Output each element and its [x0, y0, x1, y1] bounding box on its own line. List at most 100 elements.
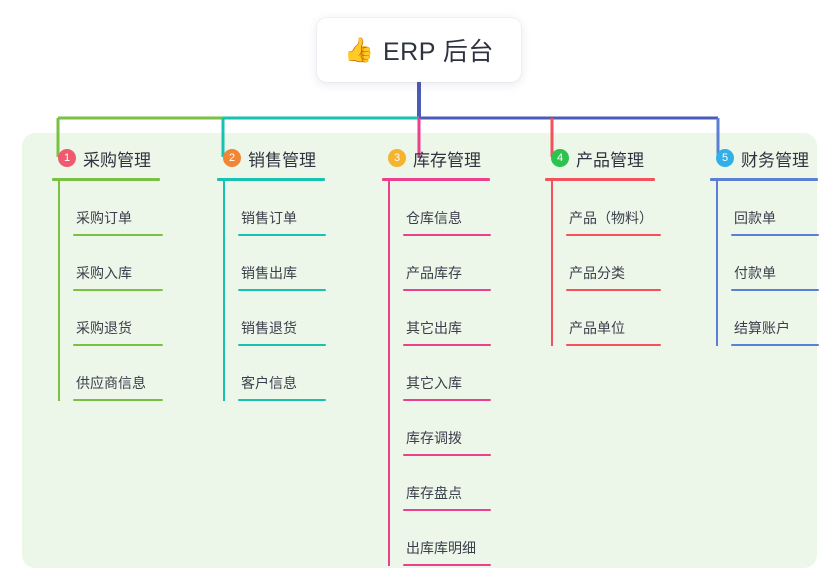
column-items: 回款单付款单结算账户: [698, 181, 819, 346]
column-items: 采购订单采购入库采购退货供应商信息: [40, 181, 165, 401]
column-spine: [551, 181, 553, 346]
column-产品管理: 4 产品管理产品（物料） 产品分类产品单位: [533, 145, 661, 346]
leaf-item-underline: [73, 399, 163, 401]
leaf-item-underline: [566, 344, 661, 346]
leaf-item-label: 回款单: [734, 210, 776, 226]
leaf-item[interactable]: 产品分类: [551, 236, 661, 291]
leaf-item-underline: [403, 509, 491, 511]
leaf-item-label: 销售退货: [241, 320, 297, 336]
leaf-item[interactable]: 出库库明细: [388, 511, 491, 566]
column-items: 仓库信息产品库存其它出库其它入库库存调拨库存盘点出库库明细: [370, 181, 491, 566]
leaf-item-label: 出库库明细: [406, 540, 476, 556]
root-node-content: 👍 ERP 后台: [344, 32, 494, 68]
column-number-badge: 5: [716, 149, 734, 167]
leaf-item[interactable]: 产品单位: [551, 291, 661, 346]
leaf-item-label: 结算账户: [734, 320, 790, 336]
column-items: 产品（物料） 产品分类产品单位: [533, 181, 661, 346]
leaf-item-label: 库存调拨: [406, 430, 462, 446]
leaf-item-underline: [403, 234, 491, 236]
leaf-item-label: 销售出库: [241, 265, 297, 281]
column-title: 采购管理: [83, 150, 151, 170]
leaf-item-label: 产品库存: [406, 265, 462, 281]
leaf-item[interactable]: 产品库存: [388, 236, 491, 291]
column-number-badge: 3: [388, 149, 406, 167]
leaf-item-label: 其它出库: [406, 320, 462, 336]
root-node-label: ERP 后台: [382, 38, 494, 66]
leaf-item[interactable]: 供应商信息: [58, 346, 165, 401]
leaf-item[interactable]: 销售退货: [223, 291, 326, 346]
leaf-item[interactable]: 其它出库: [388, 291, 491, 346]
column-number-badge: 4: [551, 149, 569, 167]
leaf-item[interactable]: 销售出库: [223, 236, 326, 291]
column-采购管理: 1 采购管理采购订单采购入库采购退货供应商信息: [40, 145, 165, 401]
leaf-item-underline: [566, 289, 661, 291]
column-underline: [545, 178, 655, 181]
root-node[interactable]: 👍 ERP 后台: [317, 18, 521, 82]
leaf-item[interactable]: 库存调拨: [388, 401, 491, 456]
leaf-item[interactable]: 库存盘点: [388, 456, 491, 511]
leaf-item-underline: [731, 234, 819, 236]
leaf-item[interactable]: 产品（物料）: [551, 181, 661, 236]
diagram-panel: [22, 133, 817, 568]
leaf-item[interactable]: 其它入库: [388, 346, 491, 401]
leaf-item-label: 销售订单: [241, 210, 297, 226]
column-header[interactable]: 4 产品管理: [533, 145, 655, 171]
column-title: 财务管理: [741, 150, 809, 170]
column-number-badge: 1: [58, 149, 76, 167]
leaf-item-label: 其它入库: [406, 375, 462, 391]
leaf-item-underline: [403, 344, 491, 346]
leaf-item-underline: [73, 234, 163, 236]
leaf-item[interactable]: 付款单: [716, 236, 819, 291]
column-number-badge: 2: [223, 149, 241, 167]
leaf-item-label: 供应商信息: [76, 375, 146, 391]
leaf-item-underline: [403, 454, 491, 456]
leaf-item-underline: [731, 344, 819, 346]
leaf-item-label: 采购入库: [76, 265, 132, 281]
leaf-item-underline: [731, 289, 819, 291]
column-header[interactable]: 1 采购管理: [40, 145, 165, 171]
leaf-item-label: 产品分类: [569, 265, 625, 281]
leaf-item[interactable]: 采购入库: [58, 236, 165, 291]
leaf-item-label: 仓库信息: [406, 210, 462, 226]
column-title: 销售管理: [248, 150, 316, 170]
leaf-item[interactable]: 仓库信息: [388, 181, 491, 236]
column-财务管理: 5 财务管理回款单付款单结算账户: [698, 145, 819, 346]
leaf-item-label: 采购订单: [76, 210, 132, 226]
column-underline: [217, 178, 325, 181]
leaf-item-label: 产品单位: [569, 320, 625, 336]
column-header[interactable]: 5 财务管理: [698, 145, 816, 171]
column-spine: [223, 181, 225, 401]
column-underline: [382, 178, 490, 181]
column-underline: [710, 178, 818, 181]
leaf-item[interactable]: 客户信息: [223, 346, 326, 401]
thumbs-up-icon: 👍: [344, 36, 374, 64]
column-spine: [58, 181, 60, 401]
leaf-item-label: 产品（物料）: [569, 210, 653, 226]
leaf-item[interactable]: 采购退货: [58, 291, 165, 346]
leaf-item-underline: [403, 399, 491, 401]
leaf-item-underline: [73, 289, 163, 291]
column-title: 库存管理: [413, 150, 481, 170]
leaf-item-label: 库存盘点: [406, 485, 462, 501]
column-销售管理: 2 销售管理销售订单销售出库销售退货客户信息: [205, 145, 326, 401]
column-title: 产品管理: [576, 150, 644, 170]
leaf-item-label: 采购退货: [76, 320, 132, 336]
leaf-item-underline: [238, 399, 326, 401]
leaf-item-underline: [566, 234, 661, 236]
leaf-item[interactable]: 回款单: [716, 181, 819, 236]
leaf-item[interactable]: 销售订单: [223, 181, 326, 236]
column-items: 销售订单销售出库销售退货客户信息: [205, 181, 326, 401]
leaf-item-underline: [403, 564, 491, 566]
leaf-item-underline: [403, 289, 491, 291]
leaf-item-underline: [238, 289, 326, 291]
column-header[interactable]: 2 销售管理: [205, 145, 323, 171]
leaf-item-label: 付款单: [734, 265, 776, 281]
leaf-item-underline: [238, 344, 326, 346]
leaf-item-underline: [238, 234, 326, 236]
column-header[interactable]: 3 库存管理: [370, 145, 488, 171]
leaf-item[interactable]: 采购订单: [58, 181, 165, 236]
column-underline: [52, 178, 160, 181]
column-库存管理: 3 库存管理仓库信息产品库存其它出库其它入库库存调拨库存盘点出库库明细: [370, 145, 491, 566]
column-spine: [716, 181, 718, 346]
leaf-item[interactable]: 结算账户: [716, 291, 819, 346]
